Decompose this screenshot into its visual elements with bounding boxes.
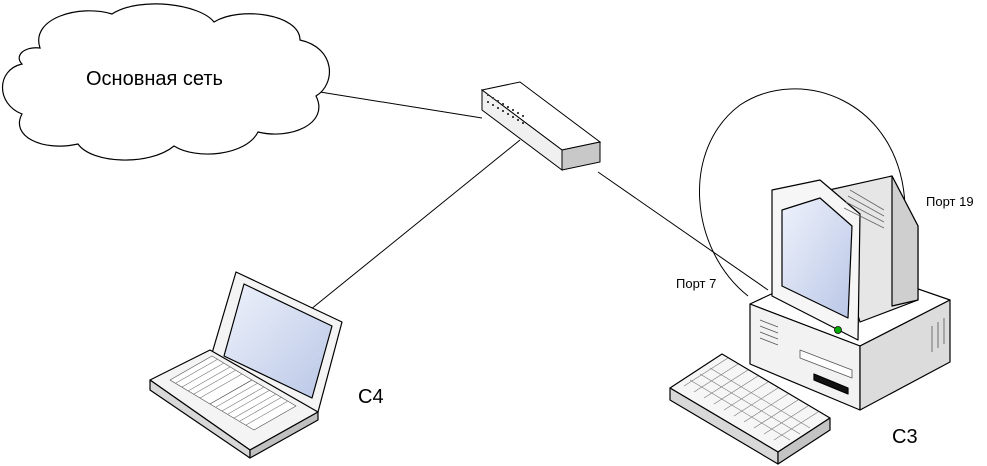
- laptop-icon: [149, 271, 343, 459]
- keyboard-icon: [669, 353, 831, 465]
- laptop-label: С4: [358, 386, 384, 408]
- cloud-label: Основная сеть: [86, 68, 223, 90]
- link-cloud-switch: [319, 91, 483, 119]
- port-7-label: Порт 7: [676, 276, 717, 291]
- link-switch-pc: [597, 171, 769, 291]
- pc-label: С3: [892, 426, 918, 448]
- port-19-label: Порт 19: [926, 194, 974, 209]
- link-switch-laptop: [299, 139, 521, 319]
- switch-icon: [480, 81, 602, 171]
- pc-icon: [749, 175, 951, 411]
- connection-lines: [299, 88, 906, 319]
- cloud-icon: [1, 3, 330, 161]
- loop-cable: [699, 88, 906, 297]
